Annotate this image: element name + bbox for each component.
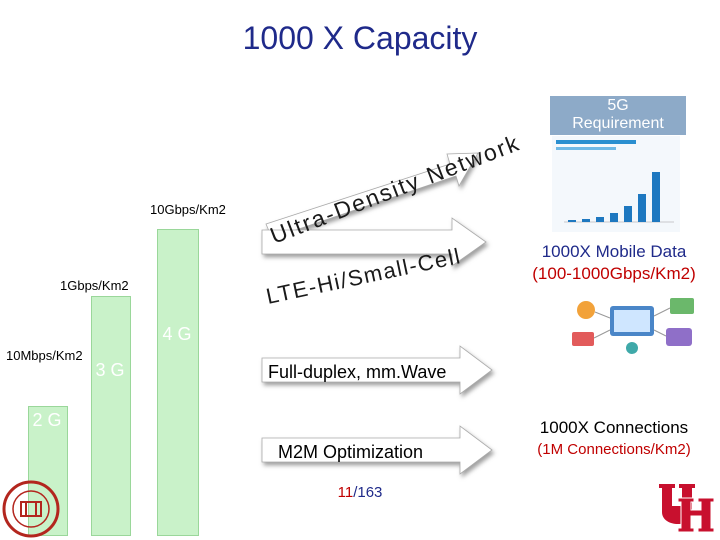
arrow-full-duplex-text: Full-duplex, mm.Wave	[268, 362, 446, 382]
mobile-data-title: 1000X Mobile Data	[541, 242, 687, 261]
bar-3g	[91, 296, 131, 536]
arrow-udn	[265, 152, 479, 239]
arrow-m2m-text: M2M Optimization	[278, 442, 423, 462]
arrow-full-duplex	[261, 345, 493, 395]
connections-title: 1000X Connections	[539, 418, 689, 437]
connected-devices-icon	[572, 298, 694, 354]
requirement-line1: 5G	[607, 97, 629, 114]
rate-4g: 10Gbps/Km2	[150, 202, 226, 217]
requirement-box: 5G Requirement	[550, 96, 686, 135]
label-4g: 4 G	[162, 324, 192, 344]
page-number: 11/163	[0, 484, 720, 501]
arrow-lte-hi	[261, 217, 487, 267]
rate-3g: 1Gbps/Km2	[60, 278, 129, 293]
requirement-line2: Requirement	[572, 115, 664, 132]
mobile-data-sub: (100-1000Gbps/Km2)	[532, 264, 696, 283]
university-of-houston-logo	[656, 478, 718, 536]
rate-2g: 10Mbps/Km2	[6, 348, 83, 363]
arrow-m2m	[261, 425, 493, 475]
traffic-growth-chart-image	[552, 136, 680, 232]
page-total: 163	[357, 484, 383, 501]
connections-sub: (1M Connections/Km2)	[537, 441, 691, 458]
label-2g: 2 G	[32, 410, 62, 430]
page-sep: /	[353, 484, 358, 501]
peking-university-seal-logo	[2, 480, 60, 538]
slide-title: 1000 X Capacity	[242, 20, 478, 56]
label-3g: 3 G	[95, 360, 125, 380]
page-current: 11	[337, 484, 354, 501]
bar-4g	[157, 229, 199, 536]
